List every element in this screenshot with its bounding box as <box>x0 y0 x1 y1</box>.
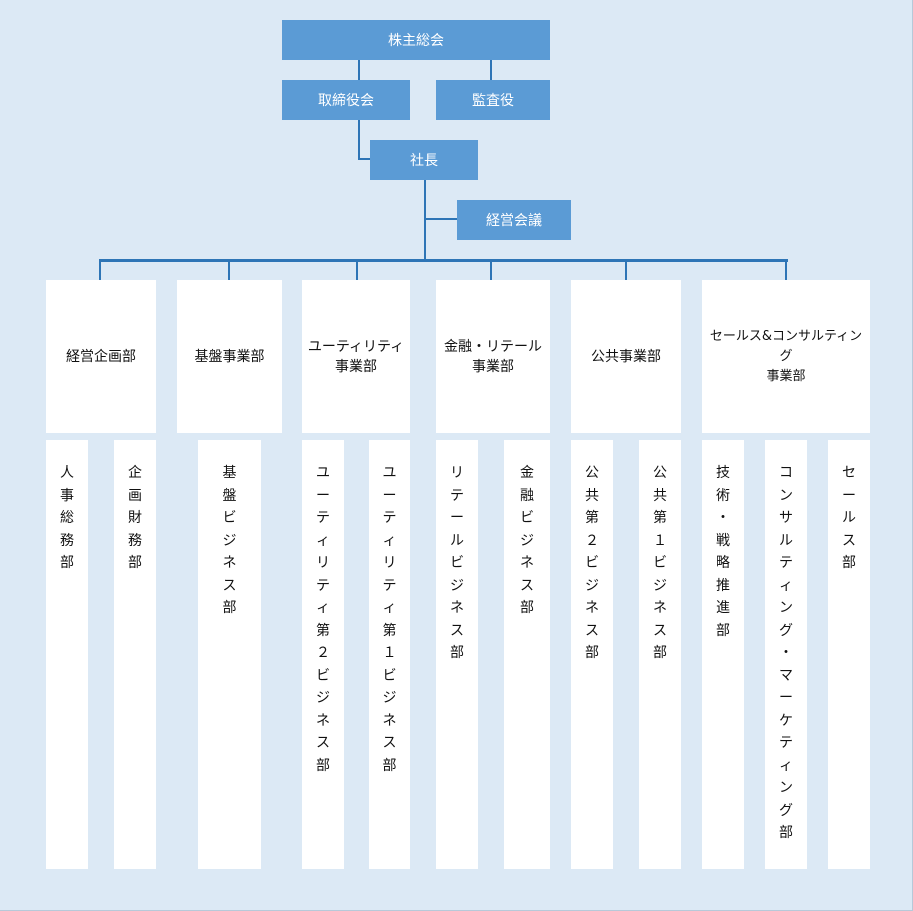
shareholders-meeting-box: 株主総会 <box>282 20 550 60</box>
subdivision-label: 企 画 財 務 部 <box>128 465 142 571</box>
connector-line <box>424 180 426 260</box>
subdivision-box: リ テ ー ル ビ ジ ネ ス 部 <box>436 440 478 869</box>
subdivision-box: 技 術 ・ 戦 略 推 進 部 <box>702 440 744 869</box>
connector-line <box>424 218 457 220</box>
subdivision-label: 公 共 第 ２ ビ ジ ネ ス 部 <box>585 465 599 661</box>
subdivision-box: 基 盤 ビ ジ ネ ス 部 <box>198 440 261 869</box>
subdivision-label: コ ン サ ル テ ィ ン グ ・ マ ー ケ テ ィ ン グ 部 <box>779 465 793 841</box>
department-label: 基盤事業部 <box>194 348 265 365</box>
department-box: 経営企画部 <box>46 280 156 433</box>
connector-line <box>358 120 360 160</box>
subdivision-box: 企 画 財 務 部 <box>114 440 156 869</box>
connector-line <box>625 259 627 280</box>
connector-line <box>358 158 370 160</box>
department-box: ユーティリティ 事業部 <box>302 280 410 433</box>
connector-line <box>99 259 788 262</box>
subdivision-box: 人 事 総 務 部 <box>46 440 88 869</box>
connector-line <box>228 259 230 280</box>
subdivision-box: コ ン サ ル テ ィ ン グ ・ マ ー ケ テ ィ ン グ 部 <box>765 440 807 869</box>
board-of-directors-box: 取締役会 <box>282 80 410 120</box>
subdivision-box: ユ ー テ ィ リ テ ィ 第 ２ ビ ジ ネ ス 部 <box>302 440 344 869</box>
subdivision-box: 公 共 第 １ ビ ジ ネ ス 部 <box>639 440 681 869</box>
president-box: 社長 <box>370 140 478 180</box>
department-box: セールス&コンサルティング 事業部 <box>702 280 870 433</box>
subdivision-label: リ テ ー ル ビ ジ ネ ス 部 <box>450 465 464 661</box>
connector-line <box>490 259 492 280</box>
subdivision-box: 公 共 第 ２ ビ ジ ネ ス 部 <box>571 440 613 869</box>
subdivision-label: 人 事 総 務 部 <box>60 465 74 571</box>
department-label: 経営企画部 <box>66 348 136 365</box>
auditor-box: 監査役 <box>436 80 550 120</box>
subdivision-label: セ ー ル ス 部 <box>842 465 856 571</box>
department-label: 金融・リテール <box>444 338 542 355</box>
subdivision-box: 金 融 ビ ジ ネ ス 部 <box>504 440 550 869</box>
department-box: 基盤事業部 <box>177 280 282 433</box>
connector-line <box>358 60 360 80</box>
subdivision-label: ユ ー テ ィ リ テ ィ 第 ２ ビ ジ ネ ス 部 <box>316 465 330 774</box>
department-label: 事業部 <box>334 358 377 375</box>
connector-line <box>356 259 358 280</box>
department-label: 事業部 <box>766 368 806 384</box>
subdivision-box: セ ー ル ス 部 <box>828 440 870 869</box>
subdivision-label: 基 盤 ビ ジ ネ ス 部 <box>222 465 237 616</box>
connector-line <box>490 60 492 80</box>
department-label: 事業部 <box>472 358 514 375</box>
department-label: 公共事業部 <box>591 348 661 365</box>
subdivision-label: 技 術 ・ 戦 略 推 進 部 <box>716 465 730 639</box>
subdivision-label: ユ ー テ ィ リ テ ィ 第 １ ビ ジ ネ ス 部 <box>382 465 397 774</box>
department-box: 金融・リテール 事業部 <box>436 280 550 433</box>
management-meeting-box: 経営会議 <box>457 200 571 240</box>
subdivision-label: 金 融 ビ ジ ネ ス 部 <box>520 465 534 616</box>
subdivision-box: ユ ー テ ィ リ テ ィ 第 １ ビ ジ ネ ス 部 <box>369 440 410 869</box>
connector-line <box>785 259 787 280</box>
department-label: セールス&コンサルティング <box>709 328 863 364</box>
connector-line <box>99 259 101 280</box>
subdivision-label: 公 共 第 １ ビ ジ ネ ス 部 <box>653 465 667 661</box>
department-label: ユーティリティ <box>307 338 405 355</box>
department-box: 公共事業部 <box>571 280 681 433</box>
